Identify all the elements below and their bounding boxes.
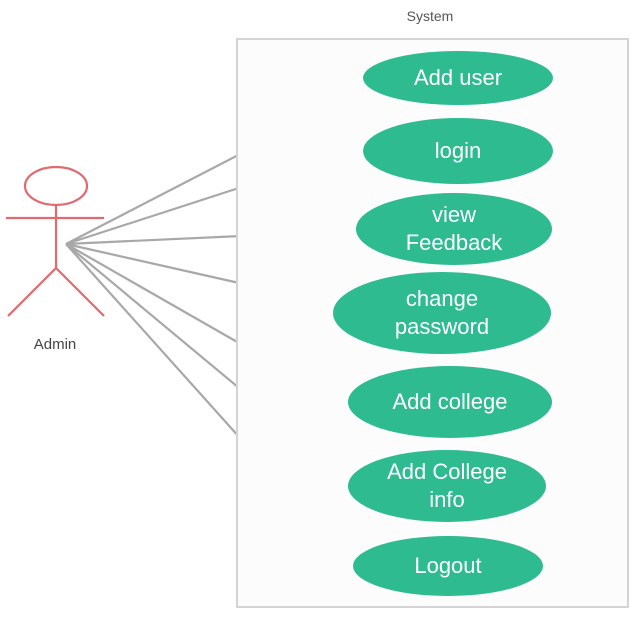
usecase-add-user[interactable]: Add user	[363, 51, 553, 105]
usecase-view-feedback[interactable]: view Feedback	[356, 193, 552, 265]
usecase-add-college[interactable]: Add college	[348, 366, 552, 438]
usecase-logout[interactable]: Logout	[353, 536, 543, 596]
usecase-change-password[interactable]: change password	[333, 272, 551, 354]
actor-label: Admin	[33, 336, 77, 353]
stick-figure-icon	[6, 165, 105, 317]
usecase-add-college-info[interactable]: Add College info	[348, 450, 546, 522]
system-title: System	[406, 8, 454, 24]
usecase-login[interactable]: login	[363, 118, 553, 184]
